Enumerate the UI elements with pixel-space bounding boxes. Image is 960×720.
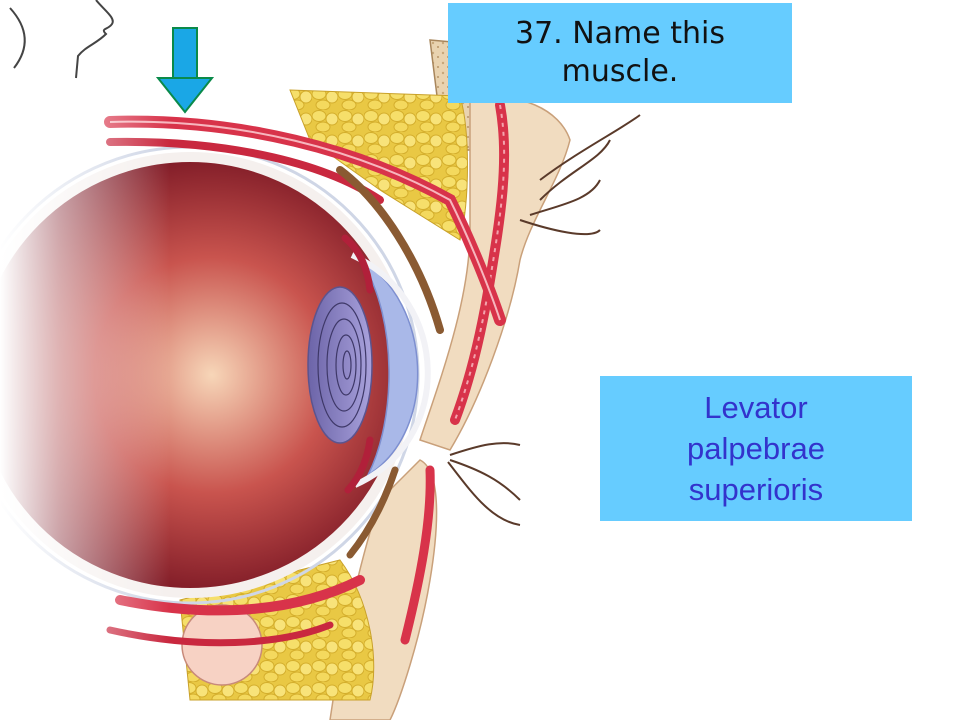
lower-tarsal-plate: [346, 466, 399, 559]
lens: [307, 286, 373, 444]
question-text: 37. Name this muscle.: [514, 16, 726, 89]
answer-box: Levator palpebrae superioris: [600, 376, 912, 521]
answer-text: Levator palpebrae superioris: [687, 390, 825, 507]
eyelashes: [447, 114, 641, 526]
question-box: 37. Name this muscle.: [448, 3, 792, 103]
face-profile-sketch: [9, 0, 114, 79]
iris-lower: [344, 436, 374, 494]
upper-tarsal-plate: [336, 166, 444, 334]
down-arrow-icon: [155, 27, 215, 114]
lens-rings: [317, 302, 367, 428]
iris-upper: [341, 234, 374, 294]
orbicularis-lower: [400, 465, 435, 645]
